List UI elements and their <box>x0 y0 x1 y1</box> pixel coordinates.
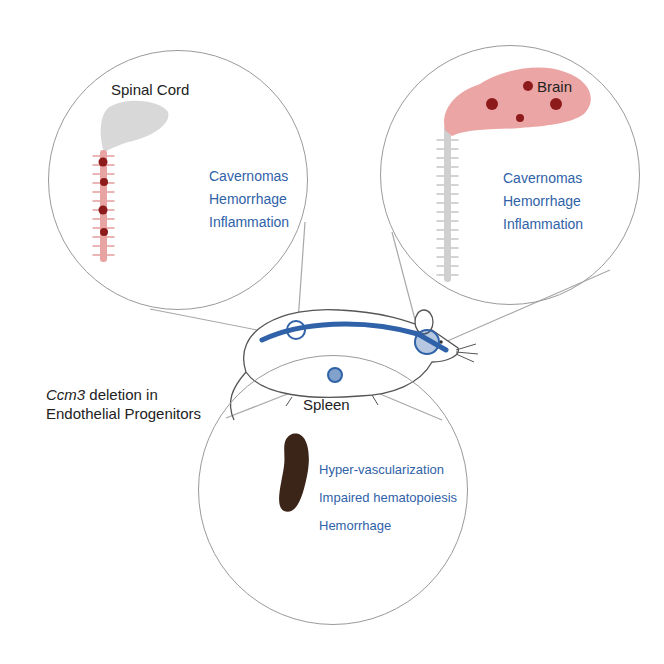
finding-text: Inflammation <box>209 214 289 231</box>
organ-title: Spleen <box>303 396 350 414</box>
zoom-circle: SpleenHyper-vascularizationImpaired hema… <box>198 355 468 625</box>
spleen-illustration <box>279 434 309 512</box>
finding-text: Inflammation <box>503 216 583 233</box>
finding-text: Hemorrhage <box>503 193 581 210</box>
gene-name: Ccm3 <box>46 386 85 403</box>
caption-text: Ccm3 deletion in Endothelial Progenitors <box>46 386 218 424</box>
brain-illustration <box>437 68 591 282</box>
finding-text: Impaired hematopoiesis <box>319 490 457 506</box>
finding-text: Hyper-vascularization <box>319 462 444 478</box>
finding-text: Hemorrhage <box>319 518 391 534</box>
mouse-illustration <box>230 310 478 420</box>
organ-title: Brain <box>537 78 572 96</box>
zoom-circle: Spinal CordCavernomasHemorrhageInflammat… <box>48 50 308 310</box>
finding-text: Cavernomas <box>209 168 288 185</box>
organ-title: Spinal Cord <box>111 81 189 99</box>
finding-text: Hemorrhage <box>209 191 287 208</box>
zoom-circle: BrainCavernomasHemorrhageInflammation <box>380 45 640 305</box>
spinal-cord-illustration <box>93 101 169 262</box>
zoom-lines <box>150 222 610 420</box>
finding-text: Cavernomas <box>503 170 582 187</box>
